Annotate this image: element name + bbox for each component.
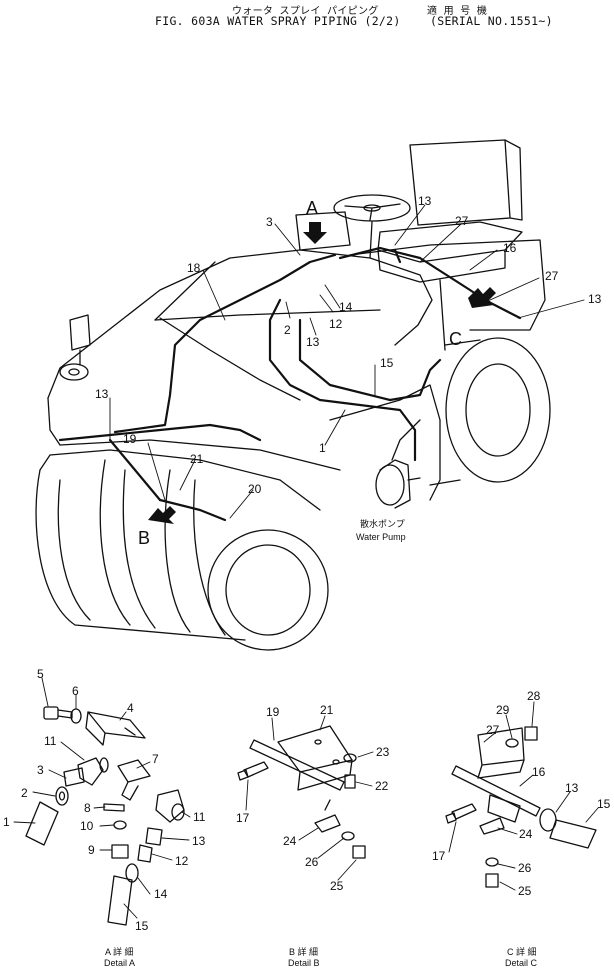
- callout-16: 16: [503, 241, 517, 255]
- callout-21: 21: [190, 452, 204, 466]
- serial-number: (SERIAL NO.1551~): [430, 14, 553, 28]
- detail-a-callout-6: 6: [72, 684, 79, 698]
- view-letter-c: C: [449, 329, 462, 349]
- figure-title: FIG. 603A WATER SPRAY PIPING (2/2): [155, 14, 401, 28]
- detail-c-caption: Detail C: [505, 958, 538, 968]
- detail-b-leaders: [245, 715, 374, 881]
- detail-b-callout-17: 17: [236, 811, 250, 825]
- callout-3: 3: [266, 215, 273, 229]
- detail-c-callout-15: 15: [597, 797, 611, 811]
- detail-a-callout-11-right: 11: [193, 810, 206, 824]
- detail-captions: A 詳 細 Detail A B 詳 細 Detail B C 詳 細 Deta…: [104, 946, 538, 968]
- detail-b-callout-26: 26: [305, 855, 319, 869]
- callout-18: 18: [187, 261, 201, 275]
- spray-pipes: [58, 246, 522, 522]
- water-pump-label-jp: 散水ポンプ: [360, 518, 405, 529]
- view-arrows: [148, 222, 496, 524]
- detail-a-parts: [25, 706, 185, 926]
- callout-27-right: 27: [545, 269, 559, 283]
- callout-15: 15: [380, 356, 394, 370]
- detail-c-leaders: [448, 701, 599, 891]
- main-view-labels: A B C 散水ポンプ Water Pump 1 2 3 12 13 13 13…: [95, 194, 602, 548]
- water-pump-label: Water Pump: [356, 532, 406, 542]
- serial-japanese-label: 適 用 号 機: [427, 6, 488, 17]
- detail-b-callout-19: 19: [266, 705, 280, 719]
- detail-a-callout-13: 14: [154, 887, 168, 901]
- detail-a-caption-jp: A 詳 細: [105, 946, 134, 957]
- detail-b-callout-21: 21: [320, 703, 334, 717]
- callout-20: 20: [248, 482, 262, 496]
- detail-c-callout-13: 13: [565, 781, 579, 795]
- detail-b-callout-24: 24: [283, 834, 297, 848]
- detail-b-callout-22: 22: [375, 779, 389, 793]
- detail-a-callout-3: 3: [37, 763, 44, 777]
- detail-a-callout-12: 12: [175, 854, 189, 868]
- detail-c-callout-24: 24: [519, 827, 533, 841]
- callout-27-top: 27: [455, 214, 469, 228]
- detail-c-callout-16: 16: [532, 765, 546, 779]
- callout-14: 14: [339, 300, 353, 314]
- detail-c-callout-25: 25: [518, 884, 532, 898]
- roller-machine-illustration: [35, 139, 551, 651]
- callout-leaders: [109, 204, 585, 519]
- callout-19: 19: [123, 432, 137, 446]
- japanese-title: ウォータ スプレイ パイピング: [232, 6, 379, 17]
- detail-a-leaders: [13, 677, 191, 919]
- detail-c-callout-26: 26: [518, 861, 532, 875]
- callout-12: 12: [329, 317, 343, 331]
- detail-a-caption: Detail A: [104, 958, 135, 968]
- detail-a-callout-8: 8: [84, 801, 91, 815]
- detail-c-callout-28: 28: [527, 689, 541, 703]
- detail-c-caption-jp: C 詳 細: [507, 946, 537, 957]
- detail-c-callout-29: 29: [496, 703, 510, 717]
- detail-a-callout-15: 15: [135, 919, 149, 933]
- detail-a-callout-1: 1: [3, 815, 10, 829]
- view-letter-b: B: [138, 528, 150, 548]
- detail-c-callout-17: 17: [432, 849, 446, 863]
- detail-a-labels: 5 6 4 11 7 3 2 1 8 11 10 13 9 12 14 15: [3, 667, 206, 933]
- detail-c-callout-27: 27: [486, 723, 500, 737]
- detail-a-callout-11-upper: 11: [44, 734, 57, 748]
- callout-13-center: 13: [306, 335, 320, 349]
- detail-b-labels: 19 21 23 22 17 24 26 25: [236, 703, 390, 893]
- detail-b-caption-jp: B 詳 細: [289, 946, 318, 957]
- detail-b-callout-25: 25: [330, 879, 344, 893]
- detail-a-callout-2: 2: [21, 786, 28, 800]
- detail-a-callout-5: 5: [37, 667, 44, 681]
- detail-a-callout-9: 9: [88, 843, 95, 857]
- detail-b-parts: [237, 725, 366, 859]
- callout-2: 2: [284, 323, 291, 337]
- detail-b-caption: Detail B: [288, 958, 320, 968]
- callout-13-top: 13: [418, 194, 432, 208]
- detail-a-callout-7: 7: [152, 752, 159, 766]
- detail-b-callout-23: 23: [376, 745, 390, 759]
- detail-a-callout-10: 10: [80, 819, 94, 833]
- callout-13-front: 13: [95, 387, 109, 401]
- detail-a-callout-14: 13: [192, 834, 206, 848]
- detail-a-callout-4: 4: [127, 701, 134, 715]
- detail-c-parts: [445, 726, 597, 888]
- detail-c-labels: 28 29 27 16 13 15 24 17 26 25: [432, 689, 611, 898]
- view-letter-a: A: [306, 198, 318, 218]
- callout-13-right: 13: [588, 292, 602, 306]
- callout-1: 1: [319, 441, 326, 455]
